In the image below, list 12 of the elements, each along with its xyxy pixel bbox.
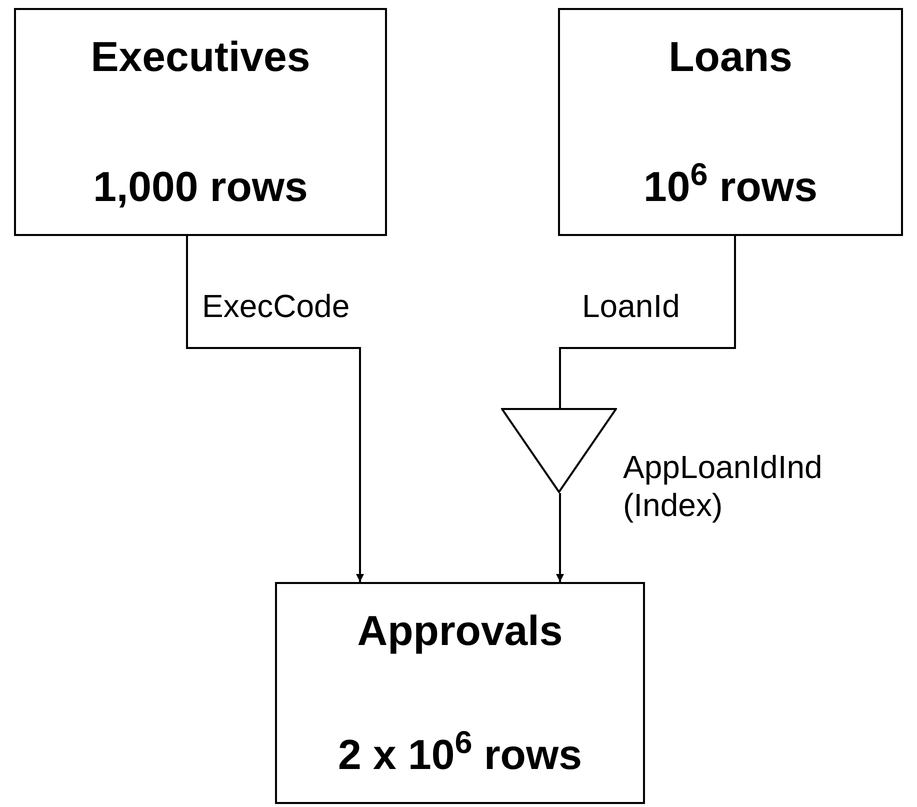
table-name: Loans [668,36,792,78]
arrow [556,493,564,582]
table-box [558,8,903,236]
connector-line [559,236,736,408]
table-name: Executives [90,36,310,78]
row-count: 1,000 rows [93,166,308,208]
index-label: AppLoanIdInd (Index) [623,448,824,525]
arrow [186,236,364,582]
table-name: Approvals [357,610,563,652]
table-box [14,8,387,236]
index-triangle [501,408,617,493]
table-box [275,582,645,804]
